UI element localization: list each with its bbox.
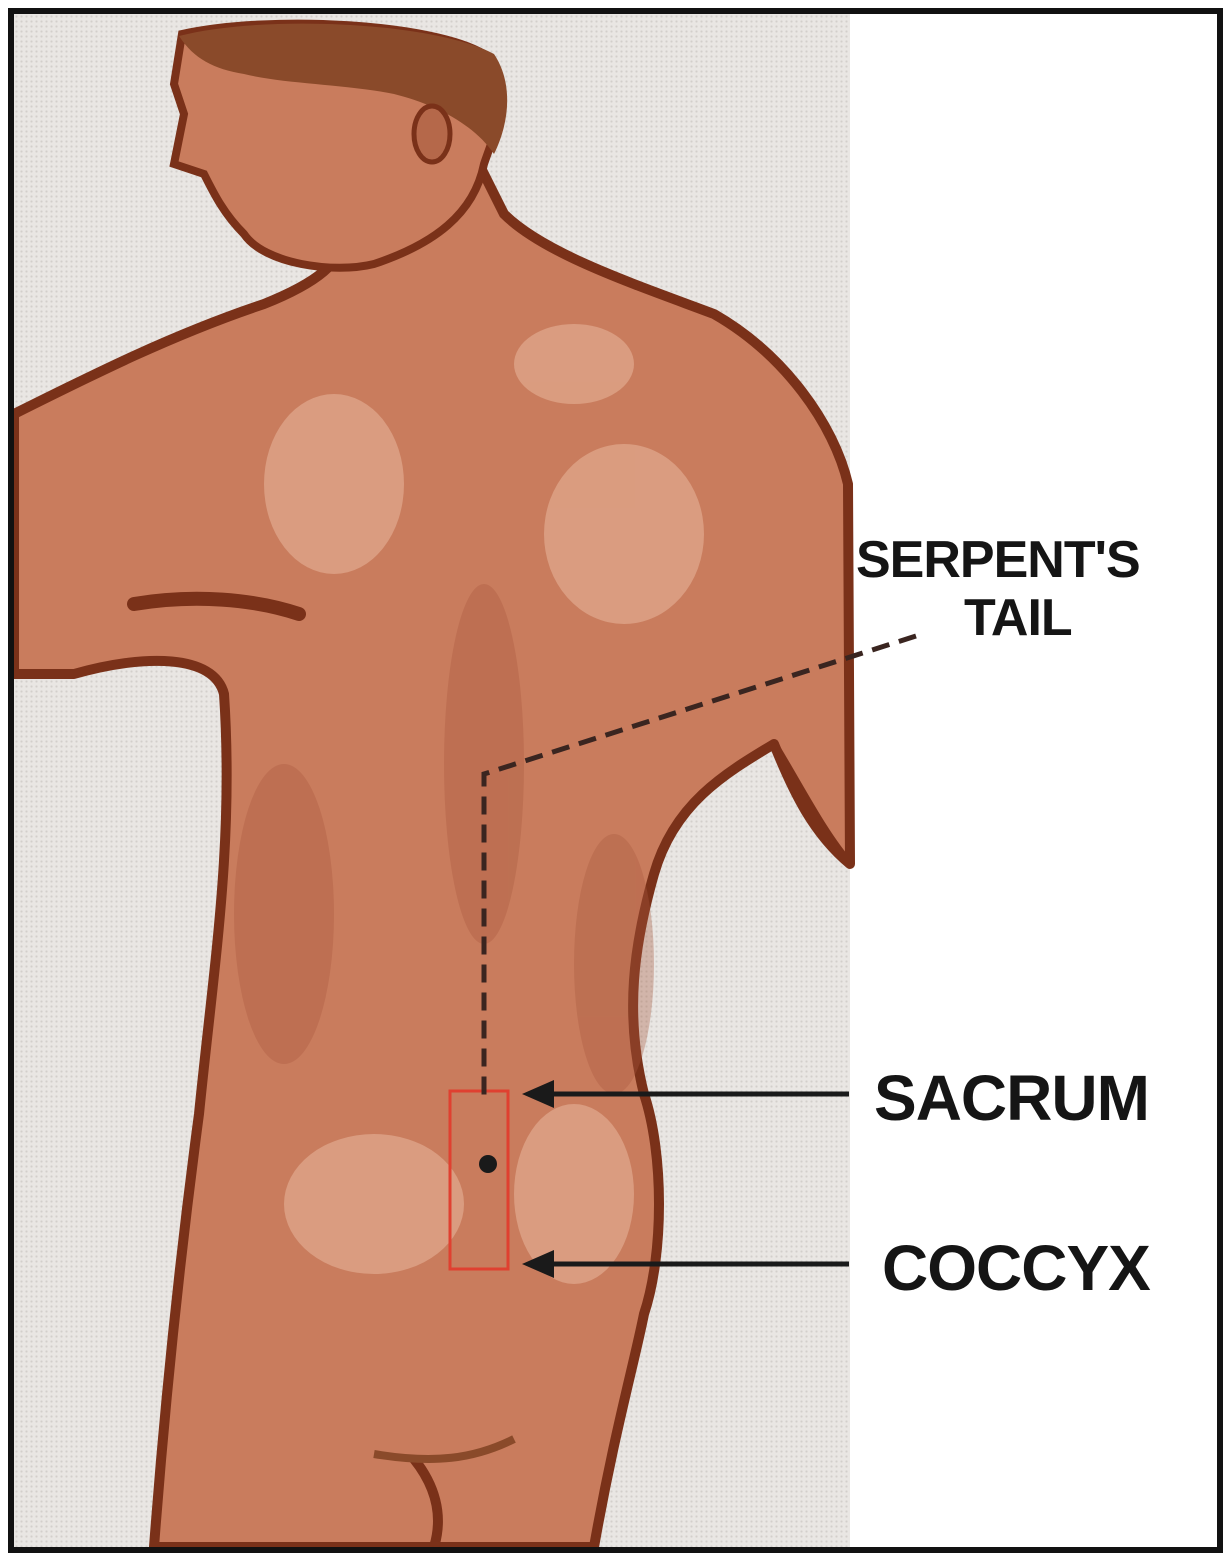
- ear: [414, 106, 450, 162]
- serpents-tail-label: SERPENT'S TAIL: [856, 534, 1140, 644]
- sacrum-label: SACRUM: [874, 1066, 1149, 1130]
- sacrum-dot: [479, 1155, 497, 1173]
- coccyx-label: COCCYX: [882, 1236, 1150, 1300]
- serpents-tail-label-line1: SERPENT'S: [856, 534, 1140, 586]
- back-anatomy-figure: [14, 14, 1217, 1547]
- body-silhouette: [14, 94, 850, 1547]
- illustration-frame: SERPENT'S TAIL SACRUM COCCYX: [8, 8, 1223, 1553]
- serpents-tail-label-line2: TAIL: [856, 592, 1140, 644]
